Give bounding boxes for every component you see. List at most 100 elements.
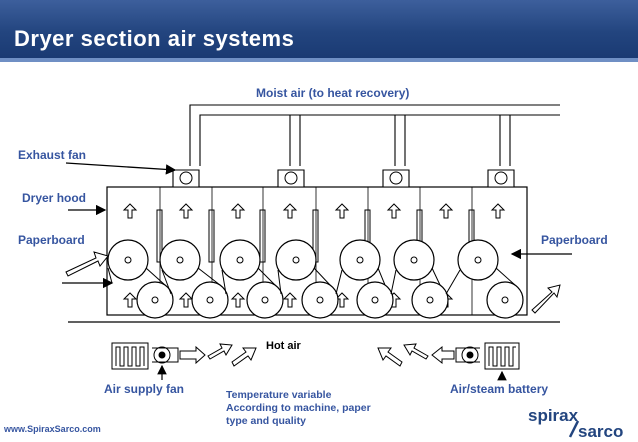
felt-roll-4 xyxy=(301,281,339,319)
dryer-cylinder-4 xyxy=(275,239,317,281)
note-line-1: Temperature variable xyxy=(226,389,332,401)
dryer-cylinder-2 xyxy=(159,239,201,281)
temperature-note: Temperature variable According to machin… xyxy=(226,389,371,428)
roll-hub xyxy=(426,296,434,304)
cylinder-shell xyxy=(339,239,381,281)
top-up-arrow-8 xyxy=(490,203,506,219)
branch-duct-1 xyxy=(289,115,301,166)
title-bar-rule xyxy=(0,58,638,62)
felt-roll-3 xyxy=(246,281,284,319)
roll-hub xyxy=(316,296,324,304)
cylinder-hub xyxy=(356,256,364,264)
left-air-arrow-1 xyxy=(207,343,233,360)
top-up-arrow-7 xyxy=(438,203,454,219)
left-supply-fan xyxy=(152,346,179,364)
dryer-cylinder-1 xyxy=(107,239,149,281)
dryer-hood-label: Dryer hood xyxy=(22,191,87,205)
web-segment-up-5 xyxy=(390,269,397,295)
paperboard-right-label: Paperboard xyxy=(541,233,608,247)
top-up-arrow-4 xyxy=(282,203,298,219)
top-up-arrow-1 xyxy=(122,203,138,219)
right-air-arrow-2 xyxy=(377,347,403,367)
roll-shell xyxy=(486,281,524,319)
bottom-up-arrow-1 xyxy=(122,292,138,308)
dryer-cylinder-5 xyxy=(339,239,381,281)
branch-duct-3 xyxy=(499,115,511,166)
fan-rotor xyxy=(284,171,298,185)
left-heater-coil xyxy=(111,342,149,370)
roll-shell xyxy=(301,281,339,319)
cylinder-hub xyxy=(474,256,482,264)
main-duct-outer xyxy=(189,104,560,166)
web-segment-down-1 xyxy=(145,267,166,286)
roll-shell xyxy=(136,281,174,319)
felt-roll-5 xyxy=(356,281,394,319)
fan-rotor xyxy=(389,171,403,185)
right-air-arrow-1 xyxy=(403,343,429,360)
hood-baffle-2 xyxy=(208,209,215,263)
right-heater-coil xyxy=(484,342,520,370)
exhaust-fan-4 xyxy=(487,169,515,188)
footer-url[interactable]: www.SpiraxSarco.com xyxy=(4,424,101,434)
roll-shell xyxy=(246,281,284,319)
web-segment-up-3 xyxy=(277,269,282,295)
main-duct-inner xyxy=(199,114,560,166)
web-segment-down-6 xyxy=(431,267,441,286)
paperboard-left-label: Paperboard xyxy=(18,233,85,247)
roll-hub xyxy=(501,296,509,304)
left-fan-outlet-arrow xyxy=(179,345,206,365)
web-segment-down-7 xyxy=(495,267,516,286)
branch-duct-2 xyxy=(394,115,406,166)
web-segment-up-4 xyxy=(335,269,343,295)
web-segment-down-3 xyxy=(257,267,276,286)
roll-shell xyxy=(356,281,394,319)
cylinder-hub xyxy=(176,256,184,264)
hood-baffle-3 xyxy=(259,209,266,263)
right-supply-fan xyxy=(455,346,480,364)
paperboard-in-arrow-1 xyxy=(65,251,109,277)
roll-shell xyxy=(411,281,449,319)
web-segment-up-6 xyxy=(445,269,461,295)
air-steam-battery-label: Air/steam battery xyxy=(450,382,549,396)
exhaust-fan-3 xyxy=(382,169,410,188)
cylinder-shell xyxy=(107,239,149,281)
exhaust-fan-pointer xyxy=(65,162,177,175)
left-air-arrow-2 xyxy=(231,347,257,367)
exhaust-fan-1 xyxy=(172,169,200,188)
hot-air-label: Hot air xyxy=(266,340,301,352)
cylinder-hub xyxy=(292,256,300,264)
cylinder-shell xyxy=(457,239,499,281)
right-fan-outlet-arrow xyxy=(431,345,455,365)
bottom-up-arrow-5 xyxy=(334,292,350,308)
cylinder-shell xyxy=(393,239,435,281)
paperboard-out-arrow xyxy=(531,284,561,314)
air-supply-fan-label: Air supply fan xyxy=(104,382,185,396)
fan-rotor xyxy=(494,171,508,185)
dryer-cylinder-7 xyxy=(457,239,499,281)
note-line-2: According to machine, paper xyxy=(226,402,371,414)
fan-housing xyxy=(277,169,305,188)
logo-line-2: sarco xyxy=(578,422,623,441)
exhaust-fans xyxy=(172,169,515,188)
cylinder-hub xyxy=(236,256,244,264)
bottom-up-arrow-4 xyxy=(282,292,298,308)
roll-shell xyxy=(191,281,229,319)
paper-web xyxy=(107,267,516,295)
cylinder-shell xyxy=(159,239,201,281)
logo-line-1: spirax xyxy=(528,406,579,425)
logo-slash xyxy=(568,420,580,438)
roll-hub xyxy=(261,296,269,304)
exhaust-fan-label: Exhaust fan xyxy=(18,148,87,162)
cylinder-shell xyxy=(275,239,317,281)
top-up-arrow-5 xyxy=(334,203,350,219)
bottom-up-arrow-3 xyxy=(230,292,246,308)
web-segment-down-2 xyxy=(197,267,221,286)
felt-roll-6 xyxy=(411,281,449,319)
fan-housing xyxy=(382,169,410,188)
exhaust-fan-2 xyxy=(277,169,305,188)
top-up-arrow-2 xyxy=(178,203,194,219)
cylinder-hub xyxy=(124,256,132,264)
web-segment-down-5 xyxy=(377,267,386,286)
top-up-arrow-6 xyxy=(386,203,402,219)
